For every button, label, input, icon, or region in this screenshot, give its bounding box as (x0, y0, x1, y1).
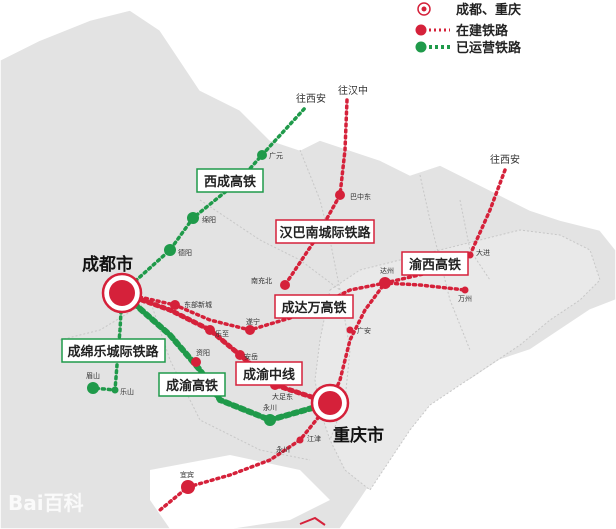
station-label-jiangjin: 江津 (307, 435, 321, 443)
legend-label-operating: 已运营铁路 (456, 40, 522, 56)
station-dot-guangan (346, 326, 354, 334)
white-gap (150, 455, 330, 529)
svg-text:成绵乐城际铁路: 成绵乐城际铁路 (67, 344, 159, 360)
station-dot-dazhou (379, 277, 391, 289)
city-label-chengdu: 成都市 (82, 254, 133, 275)
legend-label-cities: 成都、重庆 (456, 2, 521, 18)
legend-label-construction: 在建铁路 (456, 23, 509, 39)
station-dot-mianyang (187, 212, 199, 224)
station-dot-dongbu (170, 300, 180, 310)
direction-label-xian-left: 往西安 (296, 92, 326, 105)
region-border-6 (459, 199, 491, 281)
xicheng-railway-line (120, 106, 307, 295)
city-label-chongqing: 重庆市 (333, 425, 384, 446)
station-label-dazu: 大足东 (272, 392, 293, 401)
station-dot-deyang (164, 244, 176, 256)
region-border-4 (59, 299, 151, 341)
station-label-suining: 遂宁 (246, 317, 260, 326)
station-dot-suining (245, 325, 255, 335)
legend-item-cities: 成都、重庆 (417, 2, 521, 18)
chengmianle-railway-line (91, 291, 124, 392)
station-label-bazhong: 巴中东 (350, 192, 371, 201)
station-label-guangan: 广安 (357, 326, 371, 335)
chengyuzhong-railway-line (119, 290, 333, 406)
chongqing-marker (310, 383, 350, 423)
station-label-dazhou: 达州 (380, 266, 394, 275)
legend-item-construction: 在建铁路 (415, 23, 509, 39)
station-label-dongbu: 东部新城 (184, 300, 212, 309)
station-label-yongchuan: 永川 (263, 403, 277, 412)
station-dot-anyue (235, 350, 245, 360)
line-label-yuxi: 渝西高铁 (401, 251, 469, 276)
station-label-yongchuan2: 永川 (276, 445, 290, 454)
svg-text:汉巴南城际铁路: 汉巴南城际铁路 (279, 225, 371, 241)
line-label-chengyu: 成渝高铁 (158, 372, 226, 397)
svg-text:成渝高铁: 成渝高铁 (166, 378, 218, 394)
station-label-deyang: 德阳 (178, 248, 192, 257)
land-regions (0, 9, 616, 529)
line-label-hanbanan: 汉巴南城际铁路 (275, 219, 375, 244)
partial-red-mark (299, 516, 326, 526)
station-dot-leshan (111, 386, 119, 394)
station-label-mianyang: 绵阳 (202, 215, 216, 224)
line-label-chengmianle: 成绵乐城际铁路 (61, 338, 166, 363)
svg-text:渝西高铁: 渝西高铁 (409, 257, 461, 273)
station-label-wanzhou: 万州 (458, 295, 472, 303)
direction-label-hanzhong: 往汉中 (338, 84, 368, 97)
station-label-yibin: 宜宾 (180, 470, 194, 479)
station-dot-meishan (87, 382, 99, 394)
chengdu-marker (101, 272, 143, 314)
watermark: Bai百科 (8, 491, 84, 515)
station-label-meishan: 眉山 (86, 371, 100, 380)
svg-text:成渝中线: 成渝中线 (243, 367, 295, 383)
station-dot-lezhi (205, 325, 215, 335)
station-labels: 广元 绵阳 德阳 巴中东 南充北 达州 大进 万州 广安 东部新城 遂宁 乐至 … (86, 151, 490, 479)
station-dot-bazhong (335, 190, 345, 200)
line-label-xicheng: 西成高铁 (196, 168, 264, 193)
station-label-lezhi: 乐至 (215, 329, 229, 338)
station-dot-nanchong (280, 280, 290, 290)
svg-text:西成高铁: 西成高铁 (204, 174, 256, 190)
station-dot-ziyang (191, 357, 201, 367)
station-label-dajin: 大进 (476, 248, 490, 257)
line-label-chengdawan: 成达万高铁 (274, 294, 354, 319)
region-border-5 (199, 199, 341, 291)
svg-text:成达万高铁: 成达万高铁 (281, 300, 346, 316)
station-label-anyue: 安岳 (244, 352, 258, 361)
station-label-guangyuan: 广元 (269, 151, 283, 160)
line-label-chengyuzhong: 成渝中线 (235, 361, 303, 386)
legend: 成都、重庆 在建铁路 已运营铁路 (415, 2, 522, 56)
station-dot-wanzhou (461, 286, 469, 294)
direction-label-xian-right: 往西安 (490, 153, 520, 166)
chongqing-land (314, 229, 601, 491)
legend-item-operating: 已运营铁路 (415, 40, 522, 56)
station-dot-guangyuan (257, 150, 267, 160)
station-label-nanchong: 南充北 (251, 276, 272, 285)
station-dot-yibin (181, 480, 195, 494)
station-dot-yongchuan (264, 414, 276, 426)
station-dot-jiangjin (296, 436, 304, 444)
station-label-leshan: 乐山 (120, 387, 134, 396)
station-label-ziyang: 资阳 (196, 348, 210, 357)
